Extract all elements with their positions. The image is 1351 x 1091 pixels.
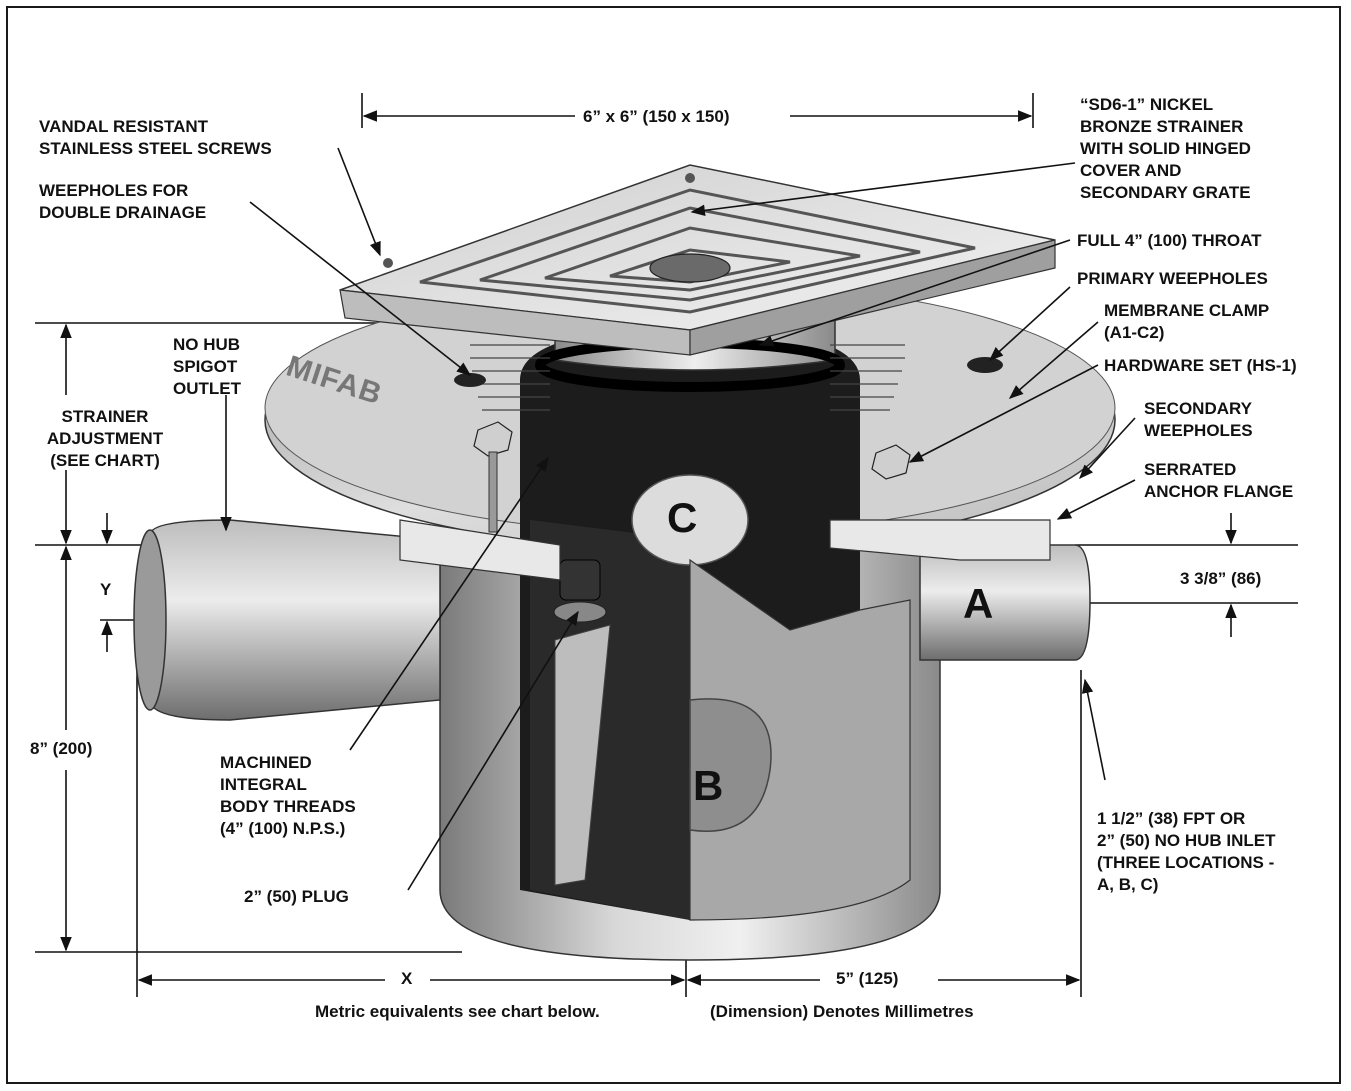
membrane-clamp-label: MEMBRANE CLAMP (A1-C2) [1104, 301, 1270, 342]
hardware-set-label: HARDWARE SET (HS-1) [1104, 356, 1297, 375]
strainer-adjustment-label: STRAINER ADJUSTMENT (SEE CHART) [46, 407, 164, 470]
clamp-section-right [829, 519, 1051, 561]
serrated-flange-label: SERRATED ANCHOR FLANGE [1144, 460, 1294, 501]
inlet-a [919, 544, 1091, 661]
plug [559, 559, 601, 601]
leader-screws [337, 147, 381, 257]
leader-threads [349, 456, 549, 751]
body-threads [470, 344, 905, 411]
cut-wall [689, 558, 911, 921]
screws-label: VANDAL RESISTANT STAINLESS STEEL SCREWS [39, 117, 272, 158]
leader-membrane-clamp [1008, 321, 1099, 399]
five-label: 5” (125) [836, 969, 899, 988]
screw-2 [685, 173, 695, 183]
primary-weephole [967, 357, 1003, 373]
letter-b: B [693, 762, 724, 809]
weepholes-double-label: WEEPHOLES FOR DOUBLE DRAINAGE [39, 181, 207, 222]
spigot-label: NO HUB SPIGOT OUTLET [173, 335, 241, 398]
height-label: 8” (200) [30, 739, 93, 758]
leader-flange [1056, 479, 1136, 520]
metric-note: Metric equivalents see chart below. [315, 1002, 600, 1021]
leader-lines [220, 147, 1136, 891]
mm-note: (Dimension) Denotes Millimetres [710, 1002, 974, 1021]
inlet-label: 1 1/2” (38) FPT OR 2” (50) NO HUB INLET … [1097, 809, 1276, 894]
letter-a: A [963, 580, 994, 627]
x-label: X [401, 969, 413, 988]
primary-weepholes-label: PRIMARY WEEPHOLES [1077, 269, 1268, 288]
secondary-weepholes-label: SECONDARY WEEPHOLES [1144, 399, 1253, 440]
threads-label: MACHINED INTEGRAL BODY THREADS (4” (100)… [220, 753, 356, 838]
leader-strainer [690, 162, 1076, 217]
strainer-label: “SD6-1” NICKEL BRONZE STRAINER WITH SOLI… [1080, 95, 1251, 202]
diagram-border [6, 6, 1341, 1084]
grate-edge-right [689, 239, 1056, 356]
leader-secondary [1079, 417, 1136, 480]
plug-label: 2” (50) PLUG [244, 887, 349, 906]
dimension-lines [35, 93, 1298, 997]
leader-weepholes-double [249, 201, 472, 376]
throat-label: FULL 4” (100) THROAT [1077, 231, 1262, 250]
leader-plug [407, 610, 579, 891]
leader-primary-weepholes [988, 286, 1071, 361]
clamp-section-left [399, 519, 561, 581]
interior-rib [554, 624, 611, 886]
top-width-label: 6” x 6” (150 x 150) [583, 107, 730, 126]
spigot-end [133, 529, 167, 711]
leader-hardware [908, 364, 1099, 463]
leader-throat [758, 239, 1071, 347]
screw-1 [383, 258, 393, 268]
drain-body [133, 164, 1116, 961]
plug-seat [553, 601, 607, 623]
grate-center-hole [649, 253, 731, 283]
weephole-double [454, 373, 486, 387]
interior-shadow [530, 520, 690, 920]
hardware-bolts [473, 421, 911, 533]
dim-338-label: 3 3/8” (86) [1180, 569, 1262, 588]
spigot-outlet [149, 519, 441, 721]
letter-c: C [667, 494, 698, 541]
leader-inlet [1081, 678, 1106, 781]
inlet-b-face [689, 698, 772, 832]
y-label: Y [100, 580, 112, 599]
